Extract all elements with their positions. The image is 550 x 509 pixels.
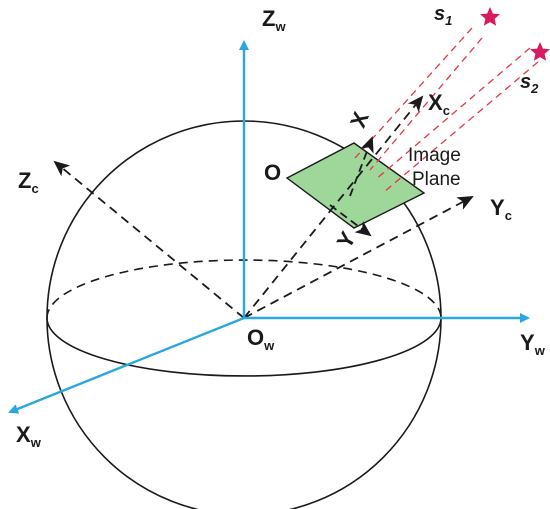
xw-label: Xw [16,422,42,450]
s2-label: s2 [520,71,539,96]
ray-s2-b [383,61,539,193]
zc-label: Zc [18,168,39,196]
zw-label: Zw [262,6,286,34]
image-origin-label: O [264,160,281,185]
equator-front [46,317,442,377]
s1-label: s1 [434,3,452,28]
image-x-axis [349,136,374,197]
zc-axis [53,160,245,319]
image-plane [285,142,426,229]
yc-label: Yc [490,195,512,223]
yw-label: Yw [520,330,546,358]
image-y-label: Y [332,227,361,252]
ow-label: Ow [247,325,275,353]
star-icon [530,42,550,61]
ray-s1-a [354,27,473,159]
image-plane-label-line2: Plane [412,169,461,190]
xw-axis [8,316,245,414]
yc-axis [243,196,474,319]
image-y-axis [329,204,372,237]
xc-label: Xc [428,90,450,118]
ray-s1-b [369,37,483,171]
image-x-label: X [345,108,374,131]
ray-s2-a [374,47,531,181]
image-plane-label-line1: Image [408,145,461,166]
star-icon [480,7,500,26]
